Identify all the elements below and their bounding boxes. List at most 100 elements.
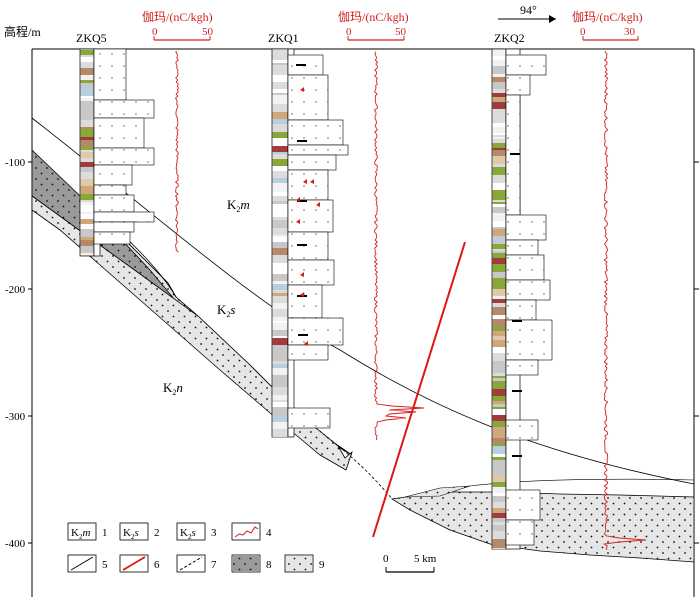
lithology-band xyxy=(492,296,506,299)
lithology-band xyxy=(80,115,94,120)
lithology-band xyxy=(272,400,288,402)
y-tick-label: -300 xyxy=(5,411,26,423)
grain-step xyxy=(505,419,539,441)
lithology-band xyxy=(492,347,506,353)
lithology-band xyxy=(492,446,506,454)
gamma-min: 0 xyxy=(580,26,586,38)
lithology-band xyxy=(272,284,288,290)
red-symbol xyxy=(316,202,320,207)
lithology-band xyxy=(492,303,506,307)
gamma-header-zkq2: 伽玛/(nC/kgh) 0 30 xyxy=(572,9,643,41)
lithology-band xyxy=(272,321,288,323)
lithology-band xyxy=(272,166,288,171)
legend-formation-label: K2m xyxy=(71,527,90,541)
lithology-band xyxy=(272,293,288,296)
lithology-band xyxy=(492,204,506,207)
gamma-label: 伽玛/(nC/kgh) xyxy=(338,9,409,24)
lithology-band xyxy=(272,73,288,75)
lithology-band xyxy=(80,50,94,55)
gamma-headers: 伽玛/(nC/kgh) 0 50 伽玛/(nC/kgh) 0 50 伽玛/(nC… xyxy=(142,9,643,41)
marker-bar xyxy=(296,64,306,66)
lithology-band xyxy=(272,50,288,55)
lithology-band xyxy=(492,56,506,60)
lithology-band xyxy=(272,248,288,255)
scale-bar: 0 5 km xyxy=(383,553,437,573)
lithology-band xyxy=(80,147,94,150)
lithology-band xyxy=(492,378,506,381)
lithology-band xyxy=(272,114,288,119)
legend-number: 7 xyxy=(211,559,217,571)
red-symbol xyxy=(296,197,300,202)
lithology-band xyxy=(492,381,506,383)
lithology-band xyxy=(272,228,288,231)
marker-bar xyxy=(297,140,307,142)
grain-step xyxy=(93,117,145,149)
lithology-band xyxy=(492,253,506,258)
lithology-band xyxy=(492,244,506,249)
lithology-band xyxy=(80,246,94,253)
marker-bar xyxy=(297,200,307,202)
lithology-band xyxy=(492,278,506,282)
legend-number: 8 xyxy=(266,559,272,571)
grain-step xyxy=(287,169,329,201)
grain-step xyxy=(505,279,551,301)
lithology-band xyxy=(492,282,506,289)
legend-number: 4 xyxy=(266,527,272,539)
lithology-band xyxy=(80,57,94,62)
lithology-band xyxy=(80,200,94,202)
grain-step xyxy=(93,99,155,119)
y-tick-label: -400 xyxy=(5,538,26,550)
lithology-band xyxy=(80,55,94,57)
lithology-band xyxy=(272,255,288,260)
lithology-band xyxy=(492,299,506,303)
lithology-band xyxy=(272,415,288,422)
lithology-band xyxy=(80,152,94,158)
boundary-line-deep xyxy=(469,478,695,487)
lithology-band xyxy=(80,212,94,214)
lithology-band xyxy=(492,340,506,347)
lithology-band xyxy=(272,99,288,104)
grain-step xyxy=(93,147,155,166)
gamma-header-zkq1: 伽玛/(nC/kgh) 0 50 xyxy=(338,9,409,41)
marker-bar xyxy=(512,455,522,457)
lithology-band xyxy=(80,96,94,98)
lithology-band xyxy=(272,303,288,309)
lithology-band xyxy=(492,404,506,407)
lithology-band xyxy=(272,178,288,183)
lithology-band xyxy=(80,194,94,200)
lithology-band xyxy=(492,123,506,127)
gamma-header-zkq5: 伽玛/(nC/kgh) 0 50 xyxy=(142,9,214,41)
lithology-band xyxy=(272,338,288,345)
lithology-band xyxy=(492,213,506,221)
red-symbol xyxy=(304,341,308,346)
lithology-band xyxy=(492,221,506,227)
lithology-band xyxy=(492,72,506,74)
lithology-band xyxy=(492,207,506,213)
lithology-band xyxy=(80,179,94,186)
legend-number: 9 xyxy=(319,559,325,571)
lithology-band xyxy=(492,376,506,378)
lithology-band xyxy=(80,237,94,240)
lithology-band xyxy=(272,402,288,407)
azimuth-arrow-head xyxy=(549,15,556,23)
lithology-band xyxy=(492,522,506,525)
lithology-band xyxy=(492,444,506,446)
lithology-band xyxy=(272,171,288,178)
red-symbol xyxy=(310,179,314,184)
lithology-band xyxy=(272,353,288,361)
grain-step xyxy=(505,319,553,361)
lithology-band xyxy=(492,407,506,409)
lithology-band xyxy=(492,229,506,236)
lithology-band xyxy=(272,204,288,211)
grain-step xyxy=(505,239,539,256)
lithology-band xyxy=(272,211,288,217)
lithology-band xyxy=(492,353,506,361)
legend-number: 3 xyxy=(211,527,217,539)
lithology-band xyxy=(272,82,288,89)
grain-step xyxy=(93,48,127,101)
lithology-band xyxy=(272,274,288,281)
lithology-band xyxy=(272,336,288,338)
lithology-band xyxy=(492,366,506,370)
lithology-band xyxy=(272,65,288,71)
lithology-band xyxy=(272,159,288,166)
